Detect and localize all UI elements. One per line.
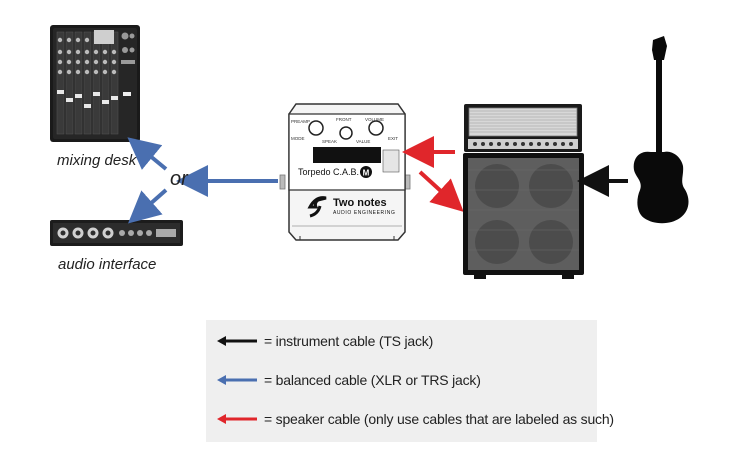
knob-label-exit: EXIT	[388, 136, 398, 141]
knob-label-mode: MODE	[291, 136, 305, 141]
knob-label-preamp: PREAMP	[291, 119, 310, 124]
amp-head-icon	[464, 104, 582, 152]
knob-label-volume: VOLUME	[365, 117, 384, 122]
or-label: or	[170, 168, 188, 190]
knob-label-front: FRONT	[336, 117, 352, 122]
legend-text-instrument: = instrument cable (TS jack)	[264, 333, 434, 349]
legend-row-balanced: = balanced cable (XLR or TRS jack)	[216, 370, 481, 390]
knob-label-value: VALUE	[356, 139, 370, 144]
legend-text-speaker: = speaker cable (only use cables that ar…	[264, 411, 614, 427]
blue-arrow-icon	[217, 375, 257, 385]
audio-interface-caption: audio interface	[58, 256, 157, 273]
balanced-cable-arrows	[127, 137, 278, 224]
cable-legend: = instrument cable (TS jack) = balanced …	[206, 320, 614, 442]
red-arrow-icon	[217, 414, 257, 424]
legend-row-speaker: = speaker cable (only use cables that ar…	[216, 409, 614, 429]
knob-label-speak: SPEAK	[322, 139, 337, 144]
audio-interface-icon	[50, 220, 183, 246]
legend-text-balanced: = balanced cable (XLR or TRS jack)	[264, 372, 481, 388]
torpedo-cab-m-icon: PREAMP FRONT VOLUME MODE SPEAK VALUE EXI…	[279, 103, 411, 241]
speaker-cable-arrows	[402, 136, 464, 212]
mixer-icon	[50, 25, 140, 142]
electric-guitar-icon	[633, 36, 689, 224]
brand-logo-icon	[307, 196, 327, 218]
balanced-arrow-to-interface	[128, 188, 168, 224]
speaker-cabinet-icon	[463, 153, 584, 279]
speaker-arrow-to-cabinet	[418, 170, 464, 212]
mixing-desk-caption: mixing desk	[57, 152, 137, 169]
balanced-arrow-to-mixer	[127, 137, 168, 171]
legend-row-instrument: = instrument cable (TS jack)	[216, 331, 433, 351]
brand-name: Two notes	[333, 197, 387, 209]
torpedo-name-label: Torpedo C.A.B.	[298, 167, 359, 177]
brand-subtitle: AUDIO ENGINEERING	[333, 210, 395, 216]
black-arrow-icon	[217, 336, 257, 346]
torpedo-badge: M	[363, 169, 370, 178]
